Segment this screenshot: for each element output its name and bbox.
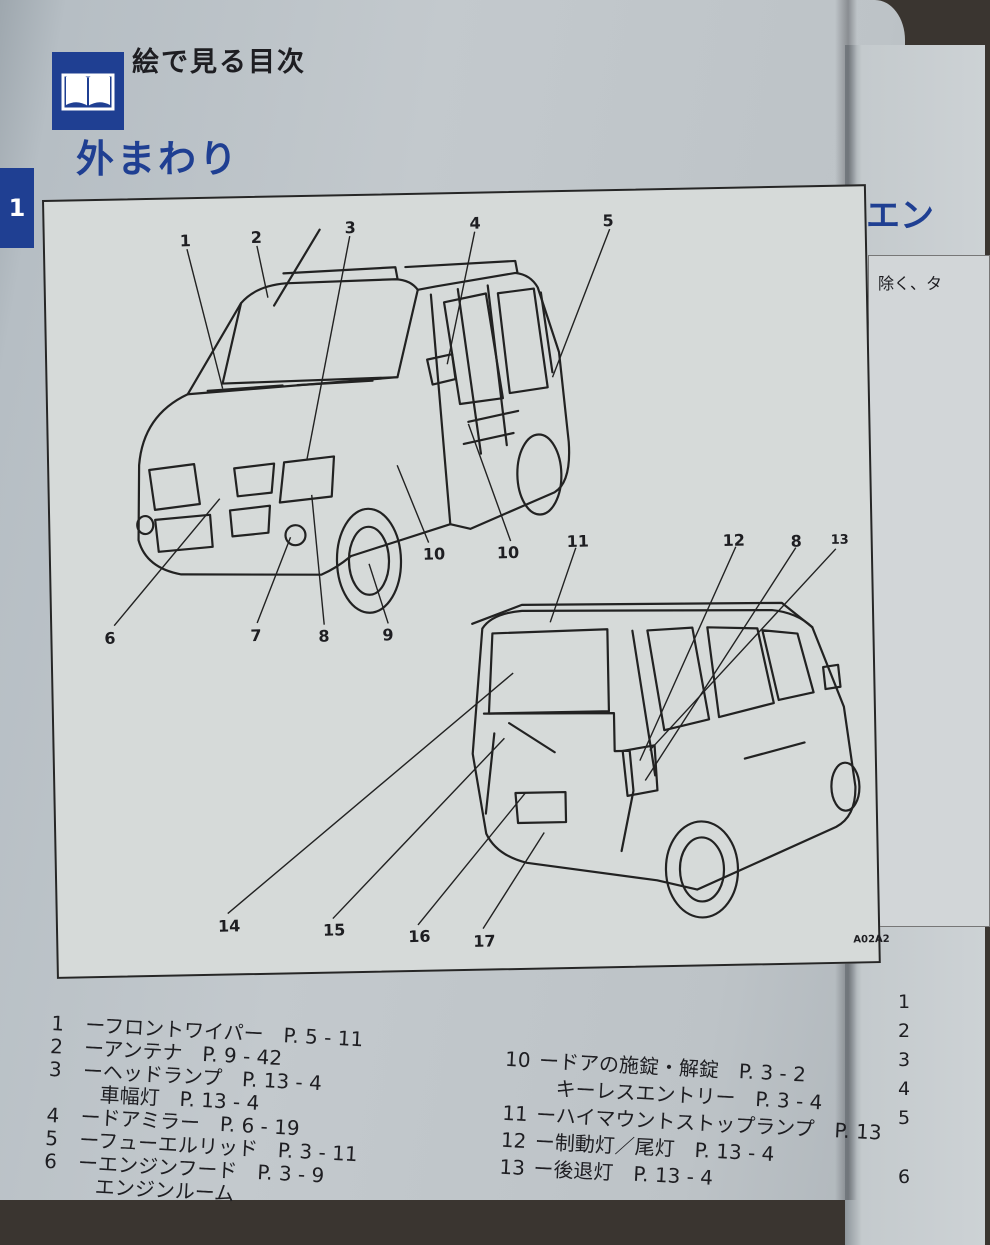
callout-5: 5	[602, 211, 614, 231]
callout-3: 3	[344, 217, 356, 238]
callout-10b: 10	[496, 542, 520, 563]
callout-11: 11	[566, 531, 590, 551]
callout-7: 7	[250, 625, 262, 646]
right-page-panel	[868, 255, 990, 927]
list-number: 6	[898, 1166, 911, 1188]
right-page-list: 1 2 3 4 5 6	[898, 988, 910, 1192]
list-number: 1	[898, 991, 911, 1013]
figure-code: A02A2	[853, 933, 890, 946]
callout-14: 14	[217, 916, 241, 936]
list-number: 4	[898, 1078, 911, 1100]
callout-9: 9	[382, 625, 394, 645]
book-icon	[52, 52, 124, 130]
callout-4: 4	[469, 213, 481, 233]
chapter-tab: 1	[0, 168, 34, 248]
page-heading: 外まわり	[76, 137, 241, 181]
section-title: 絵で見る目次	[132, 47, 306, 78]
callout-2: 2	[250, 227, 263, 247]
car-drawing	[113, 228, 861, 930]
right-page-note: 除く、タ	[878, 274, 943, 293]
list-number: 2	[898, 1020, 911, 1042]
right-page-heading: エン	[866, 196, 934, 236]
exterior-illustration: 1 2 3 4 5 6 7 8 9 10 10 11 12 8 13 14 15…	[42, 184, 890, 979]
callout-16: 16	[408, 926, 431, 947]
list-number: 5	[898, 1107, 911, 1129]
callout-15: 15	[322, 920, 346, 940]
callout-12: 12	[722, 530, 746, 550]
callout-8: 8	[318, 626, 330, 646]
callout-1: 1	[179, 231, 192, 251]
callout-8-rear: 8	[790, 531, 803, 551]
list-number: 3	[898, 1049, 911, 1071]
callout-17: 17	[473, 931, 496, 951]
callout-10: 10	[422, 544, 446, 564]
callout-6: 6	[104, 628, 116, 648]
callout-13: 13	[830, 532, 849, 548]
